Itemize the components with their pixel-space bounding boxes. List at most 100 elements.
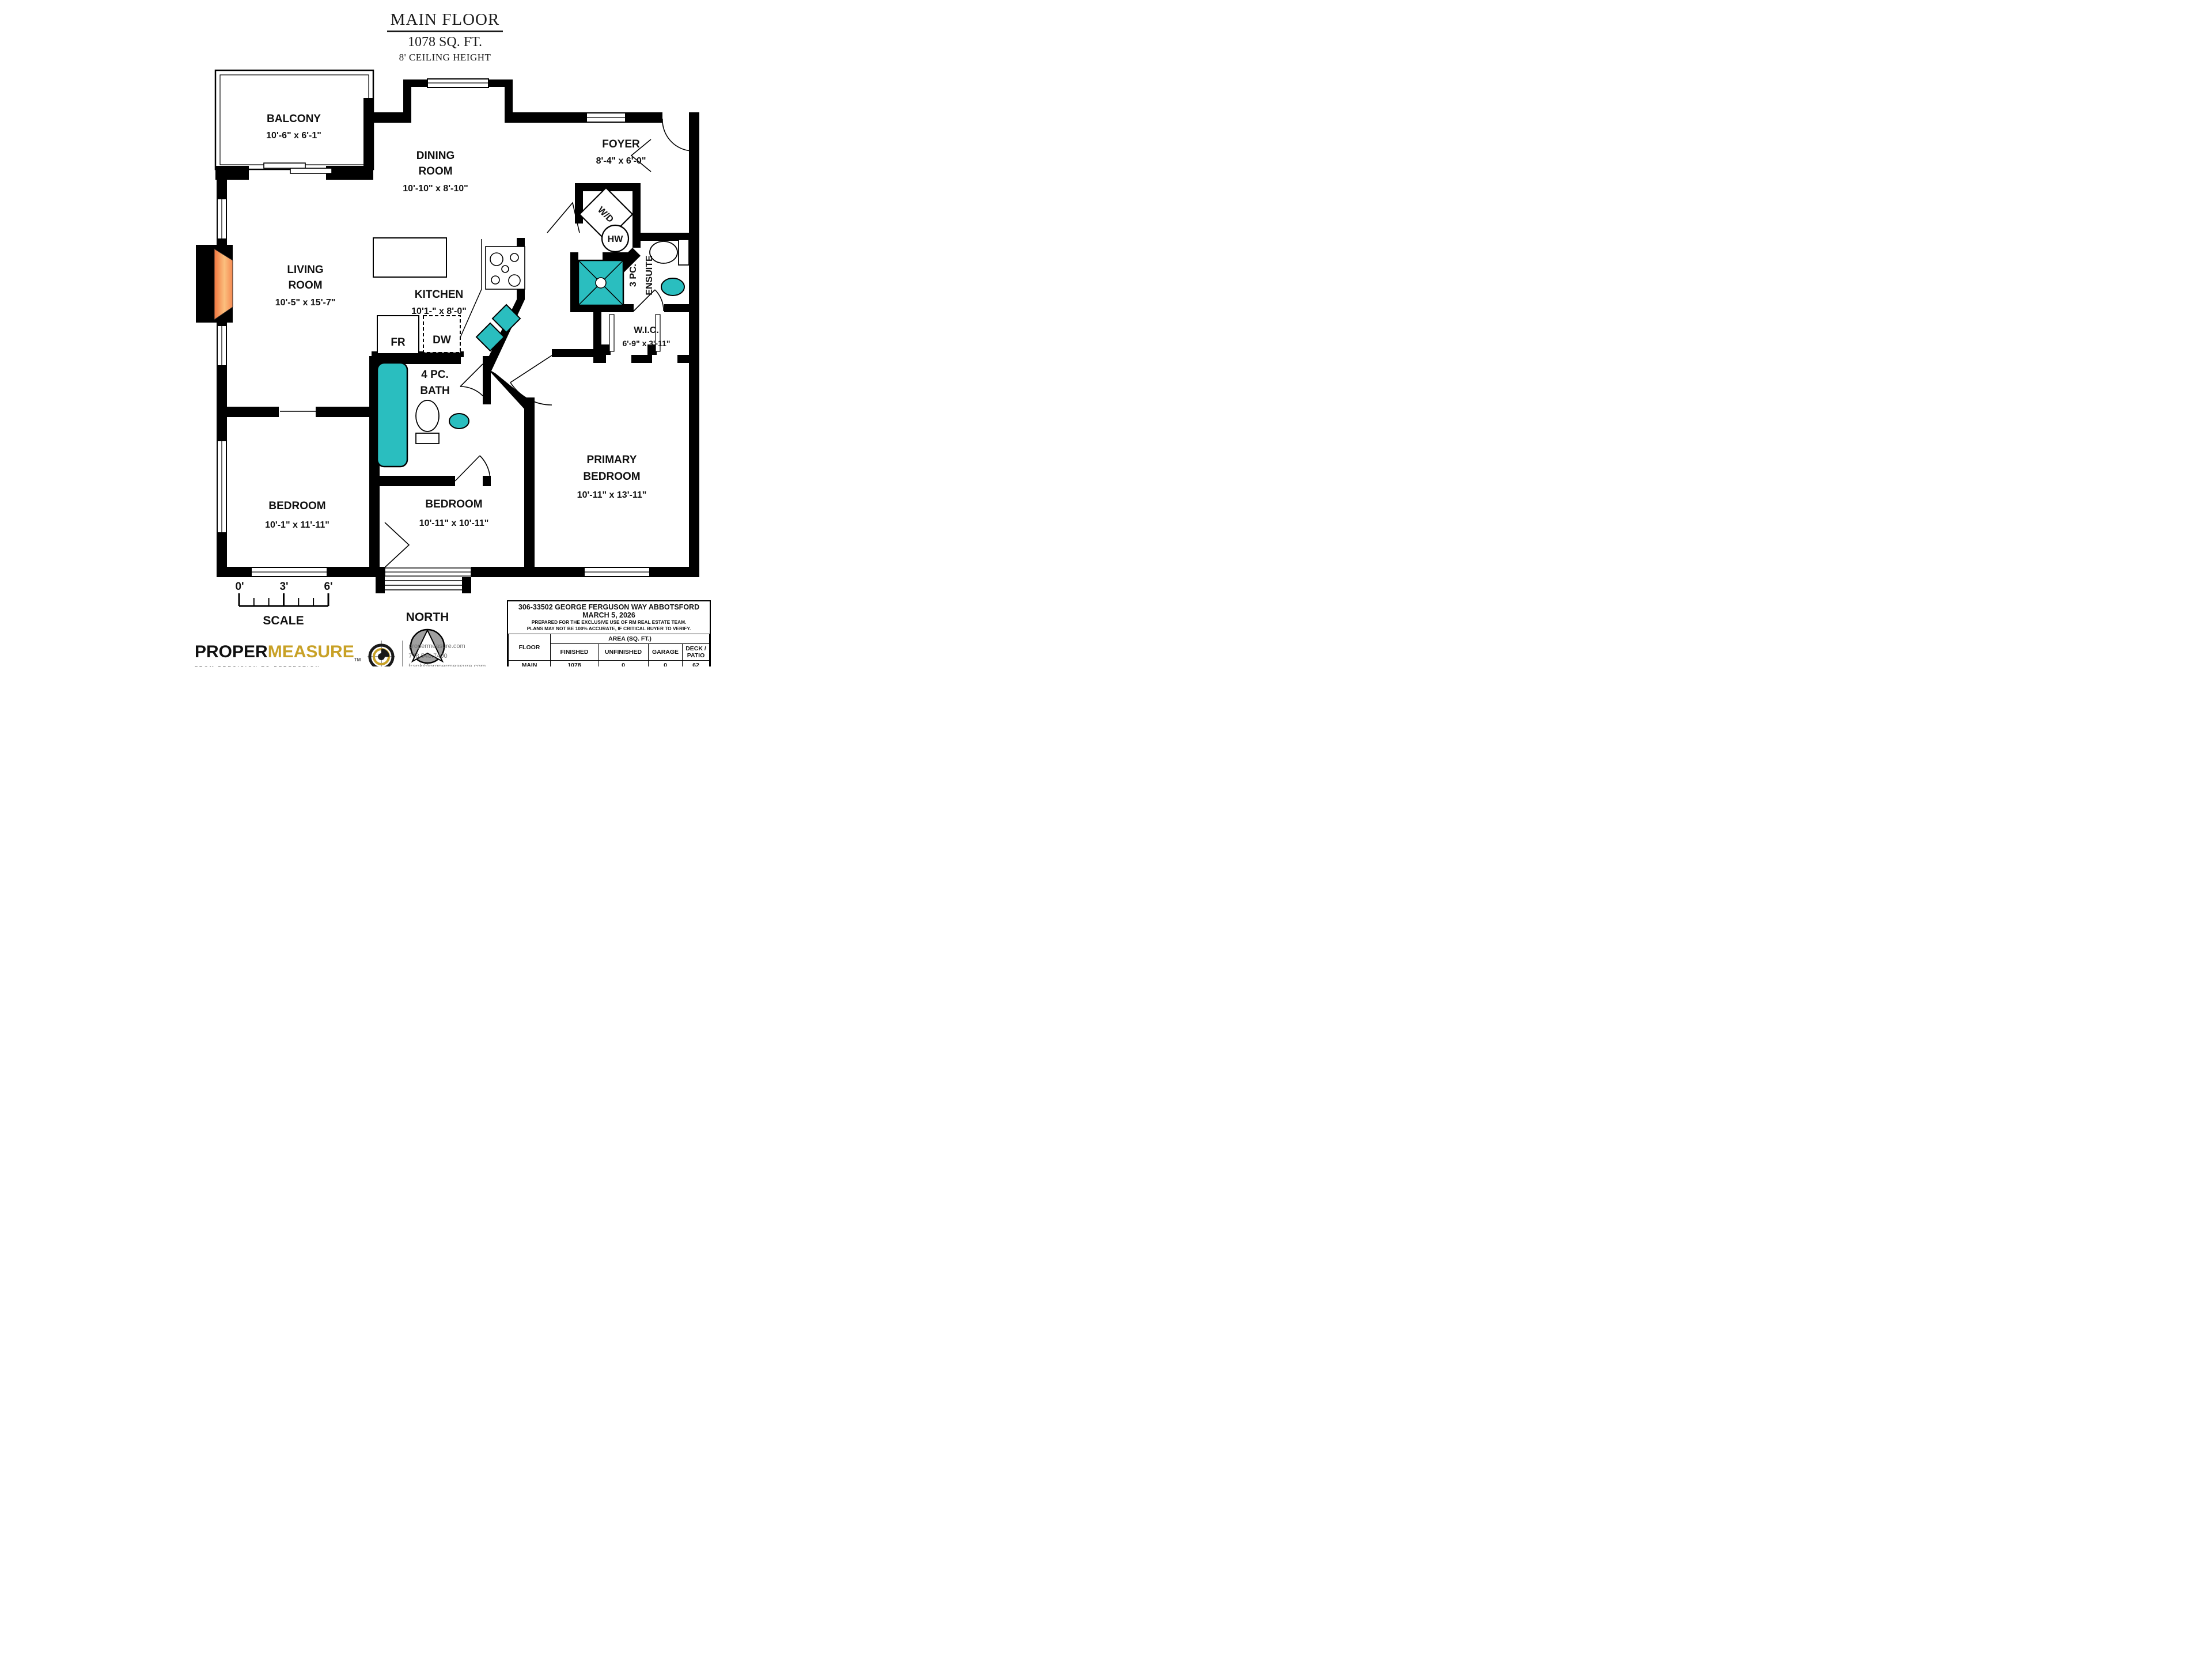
row-main-floor: MAIN — [508, 660, 551, 666]
fridge — [377, 315, 419, 354]
ensuite-sink — [661, 278, 685, 296]
window-dining-bay — [427, 78, 489, 88]
label-kitchen: KITCHEN — [415, 289, 463, 301]
brand-name-black: PROPER — [195, 642, 268, 661]
plan-header: MAIN FLOOR 1078 SQ. FT. 8' CEILING HEIGH… — [0, 10, 890, 63]
kitchen-sink — [475, 304, 521, 352]
kitchen-island — [373, 237, 447, 278]
porch-steps — [385, 580, 462, 590]
row-main-finished: 1078 — [550, 660, 599, 666]
disclaimer-line2: PLANS MAY NOT BE 100% ACCURATE, IF CRITI… — [527, 626, 691, 632]
brand-name-gold: MEASURE — [267, 642, 354, 661]
closet-bifold-door — [547, 202, 580, 233]
label-bath-1: 4 PC. — [421, 369, 449, 381]
row-main-deck: 62 — [682, 660, 710, 666]
dishwasher — [423, 315, 461, 353]
label-living-1: LIVING — [287, 264, 323, 276]
brand-website: propermeasure.com — [408, 643, 465, 650]
plan-info-box: 306-33502 GEORGE FERGUSON WAY ABBOTSFORD… — [507, 600, 711, 666]
patio-door-swing — [384, 522, 410, 568]
brand-tagline: FROM PRECISION TO PERFECTION — [195, 665, 361, 667]
bedroom2-door — [454, 455, 491, 482]
label-bath-2: BATH — [420, 385, 449, 397]
scale-bar — [238, 593, 329, 607]
scale-tick-6: 6' — [324, 581, 332, 593]
hot-water-tank — [601, 224, 630, 253]
floor-plan-page: MAIN FLOOR 1078 SQ. FT. 8' CEILING HEIGH… — [0, 0, 890, 666]
ensuite-shower — [577, 259, 624, 306]
label-foyer-dims: 8'-4" x 6'-0" — [596, 156, 646, 166]
label-ensuite-2: ENSUITE — [645, 255, 654, 296]
label-dining-1: DINING — [416, 150, 455, 162]
label-primary-2: BEDROOM — [583, 471, 640, 483]
brand-tm: TM — [354, 657, 361, 662]
label-living-dims: 10'-5" x 15'-7" — [275, 298, 336, 308]
label-dining-2: ROOM — [418, 165, 452, 177]
col-area: AREA (SQ. FT.) — [550, 634, 710, 645]
bath-sink — [449, 413, 469, 429]
label-balcony: BALCONY — [267, 113, 321, 125]
brand-divider — [402, 641, 403, 666]
window-living-upper — [217, 198, 227, 240]
north-arrow-icon — [410, 628, 445, 664]
label-kitchen-dims: 10'1-" x 8'-0" — [411, 306, 467, 316]
floor-area: 1078 SQ. FT. — [408, 35, 482, 50]
bath-door — [460, 363, 483, 396]
col-garage: GARAGE — [648, 643, 683, 661]
primary-door — [510, 355, 552, 406]
balcony-sliding-door — [263, 162, 332, 174]
label-living-2: ROOM — [288, 279, 322, 291]
label-primary-dims: 10'-11" x 13'-11" — [577, 490, 647, 500]
window-bedroom1-west — [217, 440, 227, 533]
scale-tick-3: 3' — [279, 581, 288, 593]
table-row: MAIN 1078 0 0 62 — [508, 660, 710, 666]
brand-phone: 778.548.7400 — [408, 653, 448, 660]
label-dining-dims: 10'-10" x 8'-10" — [403, 184, 468, 194]
scale-tick-0: 0' — [235, 581, 244, 593]
plan-date: MARCH 5, 2026 — [582, 611, 635, 619]
property-address: 306-33502 GEORGE FERGUSON WAY ABBOTSFORD — [518, 603, 700, 611]
col-unfinished: UNFINISHED — [598, 643, 649, 661]
label-wic-dims: 6'-9" x 3'-11" — [623, 339, 671, 348]
bath-toilet — [415, 400, 440, 444]
col-finished: FINISHED — [550, 643, 599, 661]
entry-door — [630, 118, 692, 172]
bathtub — [376, 362, 408, 468]
window-bedroom1-south — [251, 567, 328, 577]
area-table: FLOOR AREA (SQ. FT.) FINISHED UNFINISHED… — [508, 634, 710, 666]
stove — [485, 246, 525, 290]
brand-email: frank@propermeasure.com — [408, 662, 486, 666]
row-main-unfinished: 0 — [598, 660, 649, 666]
label-bedroom1-dims: 10'-1" x 11'-11" — [265, 520, 329, 530]
col-floor: FLOOR — [508, 634, 551, 661]
label-primary-1: PRIMARY — [587, 454, 637, 466]
label-bedroom2: BEDROOM — [425, 498, 482, 510]
scale-label: SCALE — [263, 614, 304, 627]
patio-door-south — [384, 567, 472, 577]
window-primary-south — [584, 567, 650, 577]
ensuite-toilet — [649, 239, 690, 266]
page-title: MAIN FLOOR — [387, 10, 503, 32]
label-hot-water: HW — [608, 234, 624, 244]
row-main-garage: 0 — [648, 660, 683, 666]
windows — [217, 78, 650, 577]
window-living-lower — [217, 325, 227, 366]
label-bedroom1: BEDROOM — [268, 500, 325, 512]
label-ensuite-1: 3 PC. — [628, 264, 638, 287]
ensuite-door — [633, 289, 664, 312]
ceiling-height: 8' CEILING HEIGHT — [399, 52, 491, 63]
propermeasure-branding: PROPERMEASURETM FROM PRECISION TO PERFEC… — [195, 641, 486, 666]
label-fridge: FR — [391, 336, 406, 349]
target-logo-icon — [368, 641, 396, 666]
col-deck: DECK / PATIO — [682, 643, 710, 661]
floor-plan-svg: BALCONY 10'-6" x 6'-1" DINING ROOM 10'-1… — [196, 69, 699, 664]
label-wic: W.I.C. — [634, 325, 659, 335]
label-dishwasher: DW — [433, 334, 451, 346]
label-balcony-dims: 10'-6" x 6'-1" — [266, 131, 321, 141]
north-label: NORTH — [406, 611, 449, 624]
doors — [280, 118, 692, 568]
window-foyer-north — [586, 112, 626, 123]
label-foyer: FOYER — [602, 138, 640, 150]
disclaimer-line1: PREPARED FOR THE EXCLUSIVE USE OF RM REA… — [531, 619, 687, 625]
wic-door-panels — [609, 314, 661, 352]
